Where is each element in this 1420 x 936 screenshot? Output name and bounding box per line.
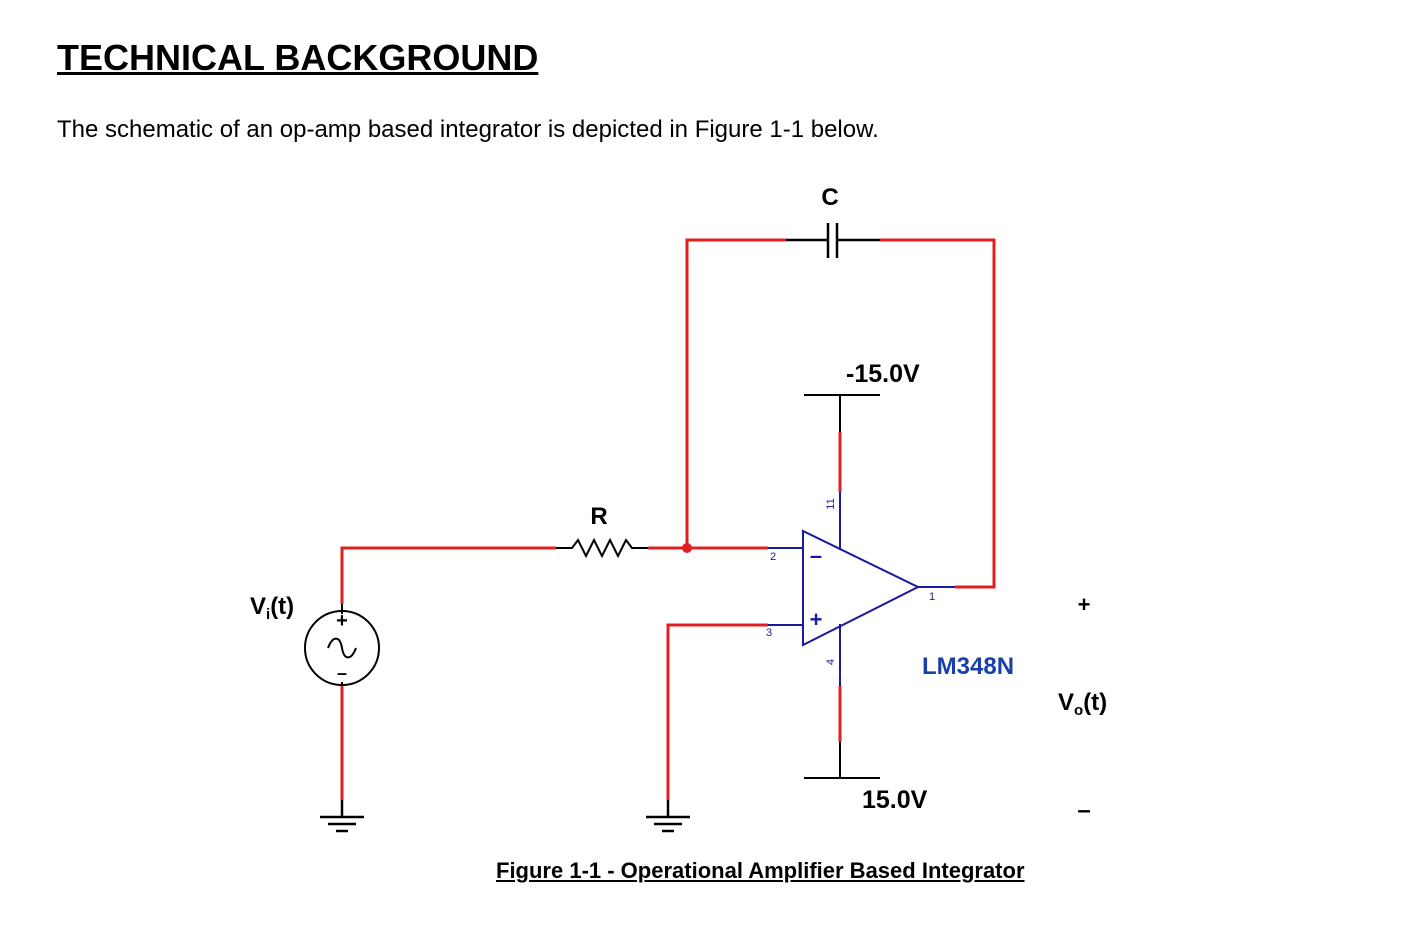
- pin-11: 11: [825, 498, 837, 509]
- resistor-label: R: [590, 503, 607, 530]
- noninv-input-sign: +: [810, 607, 823, 632]
- neg-supply-rail: [804, 394, 880, 432]
- ac-source-symbol: [304, 604, 380, 686]
- opamp-symbol: [768, 492, 955, 686]
- ground-right-symbol: [646, 800, 690, 833]
- wire-feedback-cap-left: [685, 238, 786, 548]
- capacitor-label: C: [821, 184, 838, 211]
- output-minus: –: [1077, 797, 1090, 824]
- source-minus: –: [337, 663, 347, 683]
- pos-supply-rail: [804, 742, 880, 779]
- pos-supply-label: 15.0V: [862, 786, 928, 814]
- capacitor-symbol: [786, 223, 880, 258]
- output-plus: +: [1078, 592, 1091, 617]
- source-plus: +: [336, 610, 348, 632]
- wires: [340, 238, 996, 800]
- pin-3: 3: [766, 627, 772, 639]
- figure-caption: Figure 1-1 - Operational Amplifier Based…: [496, 858, 1025, 883]
- intro-paragraph: The schematic of an op-amp based integra…: [57, 116, 879, 143]
- pin-4: 4: [825, 659, 837, 665]
- wire-feedback-cap-right: [880, 238, 996, 589]
- neg-supply-label: -15.0V: [846, 360, 920, 388]
- junction-node: [682, 543, 692, 553]
- pin-2: 2: [770, 551, 776, 563]
- output-voltage-label: Vo(t): [1058, 689, 1107, 719]
- section-heading: TECHNICAL BACKGROUND: [57, 37, 539, 78]
- wire-noninv-ground: [666, 623, 768, 800]
- opamp-label: LM348N: [922, 653, 1014, 680]
- input-voltage-label: Vi(t): [250, 593, 294, 623]
- resistor-symbol: [556, 537, 648, 559]
- wire-input: [340, 546, 556, 604]
- inv-input-sign: –: [810, 543, 822, 568]
- pin-1: 1: [929, 591, 935, 603]
- ground-left-symbol: [320, 800, 364, 833]
